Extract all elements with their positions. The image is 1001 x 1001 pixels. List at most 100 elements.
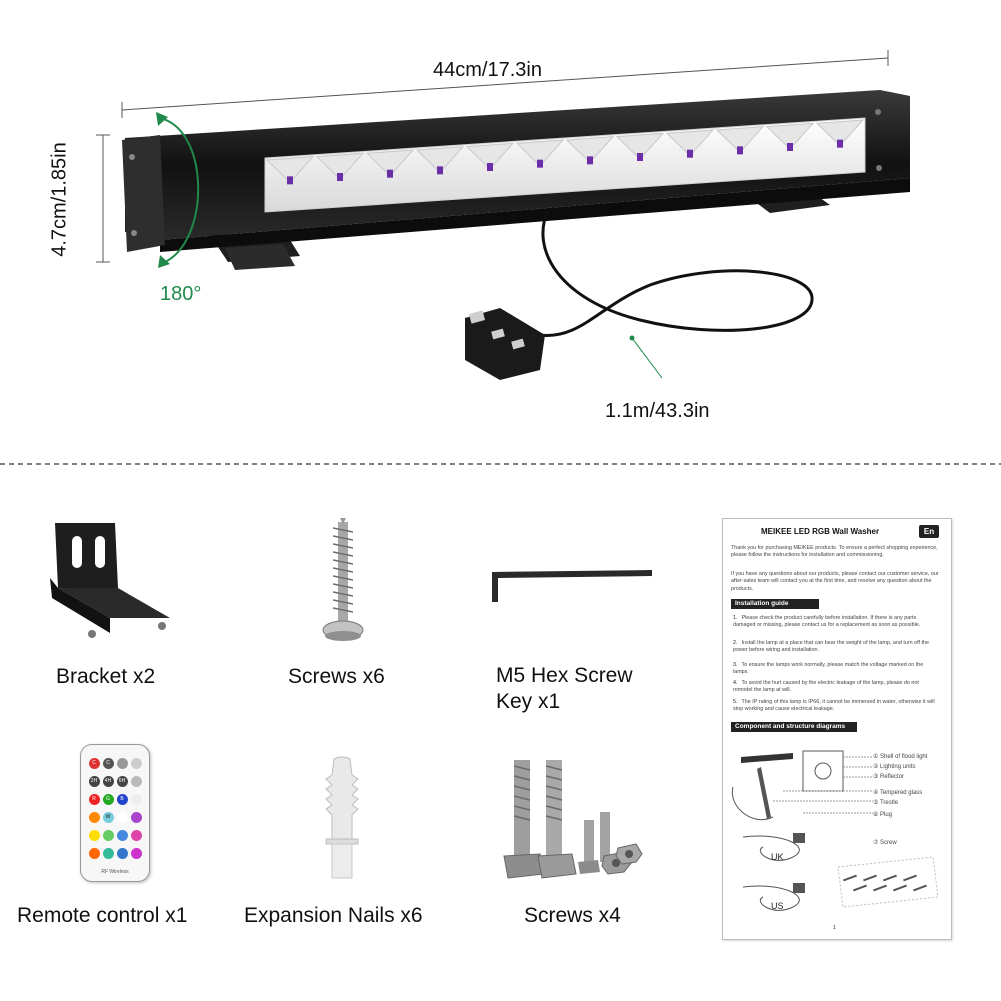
step-number: 1. <box>733 615 738 621</box>
remote-label: Remote control x1 <box>17 904 188 927</box>
plug-us-label: US <box>771 901 784 911</box>
led-cell <box>765 122 815 150</box>
led-cell <box>815 119 865 147</box>
part-label: ① Shell of flood light <box>873 754 928 760</box>
remote-key <box>116 848 128 859</box>
led-cell <box>515 139 565 167</box>
led-chip <box>387 169 393 178</box>
remote-key <box>116 758 128 769</box>
remote-key: 2H <box>88 776 100 787</box>
remote-key <box>88 812 100 823</box>
led-chip <box>687 149 693 158</box>
instruction-manual: MEIKEE LED RGB Wall Washer En Thank you … <box>722 518 952 940</box>
step-text: To ensure the lamps work normally, pleas… <box>733 662 924 676</box>
bracket-image <box>50 523 170 638</box>
installation-step: 1.Please check the product carefully bef… <box>733 615 938 630</box>
remote-key: 4H <box>102 776 114 787</box>
led-cell <box>315 152 365 180</box>
remote-key <box>88 848 100 859</box>
part-label: ⑥ Plug <box>873 812 893 818</box>
length-label: 44cm/17.3in <box>433 59 542 81</box>
installation-step: 5.The IP rating of this lamp is IP66, it… <box>733 699 938 714</box>
step-number: 4. <box>733 680 738 686</box>
remote-key: G <box>102 794 114 805</box>
screw-image <box>322 518 364 641</box>
expansion-nail-image <box>325 756 359 879</box>
led-chip <box>287 176 293 185</box>
led-cell <box>415 146 465 174</box>
step-text: To avoid the hurt caused by the electric… <box>733 680 919 694</box>
manual-title: MEIKEE LED RGB Wall Washer <box>761 527 880 536</box>
remote-key <box>102 848 114 859</box>
led-cell <box>665 129 715 157</box>
bolts-label: Screws x4 <box>524 904 621 927</box>
hex-key-item <box>482 562 662 607</box>
component-diagram-heading: Component and structure diagrams <box>731 722 857 732</box>
screw-item <box>318 516 368 648</box>
step-text: Please check the product carefully befor… <box>733 615 921 629</box>
part-label: ⑤ Trestle <box>873 800 899 806</box>
led-chip <box>737 146 743 155</box>
step-text: The IP rating of this lamp is IP66, it c… <box>733 699 935 713</box>
bolts-item <box>500 756 650 882</box>
led-bar-illustration <box>0 50 1001 465</box>
remote-key <box>88 830 100 841</box>
installation-step: 3.To ensure the lamps work normally, ple… <box>733 662 938 677</box>
remote-brand: RF Wireless <box>101 869 129 875</box>
led-cell <box>565 136 615 164</box>
led-chip <box>637 153 643 161</box>
part-label: ③ Reflector <box>873 774 905 780</box>
led-chip <box>337 173 343 181</box>
part-label: ⑦ Screw <box>873 840 897 846</box>
remote-key: R <box>88 794 100 805</box>
bracket-label: Bracket x2 <box>56 665 156 688</box>
led-chip <box>537 159 543 168</box>
installation-guide-heading: Installation guide <box>731 599 819 609</box>
installation-step: 4.To avoid the hurt caused by the electr… <box>733 680 938 695</box>
remote-key: 6H <box>116 776 128 787</box>
remote-key <box>102 830 114 841</box>
step-number: 3. <box>733 662 738 668</box>
manual-intro-1: Thank you for purchasing MEIKEE products… <box>731 545 938 559</box>
remote-key: C <box>102 758 114 769</box>
hex-key-label: M5 Hex Screw Key x1 <box>496 664 633 714</box>
led-chip <box>487 163 493 171</box>
step-text: Install the lamp at a place that can bea… <box>733 640 929 654</box>
expansion-nails-label: Expansion Nails x6 <box>244 904 423 927</box>
language-badge: En <box>919 525 939 538</box>
remote-key: B <box>116 794 128 805</box>
led-chip <box>587 156 593 165</box>
led-cell <box>265 156 315 184</box>
part-label: ② Lighting units <box>873 764 916 770</box>
structure-diagram <box>731 750 939 911</box>
led-cell <box>615 132 665 160</box>
hex-key-image <box>492 570 652 602</box>
part-label: ④ Tempered glass <box>873 790 923 796</box>
led-cell <box>365 149 415 177</box>
bolts-image <box>503 760 643 879</box>
page-number: 1 <box>833 925 836 931</box>
plug-uk-label: UK <box>771 852 784 862</box>
height-label: 4.7cm/1.85in <box>48 142 71 257</box>
installation-step: 2.Install the lamp at a place that can b… <box>733 640 938 655</box>
manual-intro-2: If you have any questions about our prod… <box>731 571 939 592</box>
step-number: 2. <box>733 640 738 646</box>
led-chip <box>437 166 443 175</box>
screws-label: Screws x6 <box>288 665 385 688</box>
remote-key <box>130 794 142 805</box>
led-cell <box>715 126 765 154</box>
bracket-item <box>40 518 190 658</box>
led-cell <box>465 142 515 170</box>
remote-key: W <box>102 812 114 823</box>
cable-length-label: 1.1m/43.3in <box>605 400 710 422</box>
step-number: 5. <box>733 699 738 705</box>
led-chip <box>837 139 843 148</box>
product-diagram: 44cm/17.3in 4.7cm/1.85in 180° 1.1m/43.3i… <box>0 0 1001 465</box>
remote-key <box>130 758 142 769</box>
remote-key: C <box>88 758 100 769</box>
expansion-nail-item <box>316 755 368 880</box>
remote-key <box>116 812 128 823</box>
remote-key <box>130 776 142 787</box>
